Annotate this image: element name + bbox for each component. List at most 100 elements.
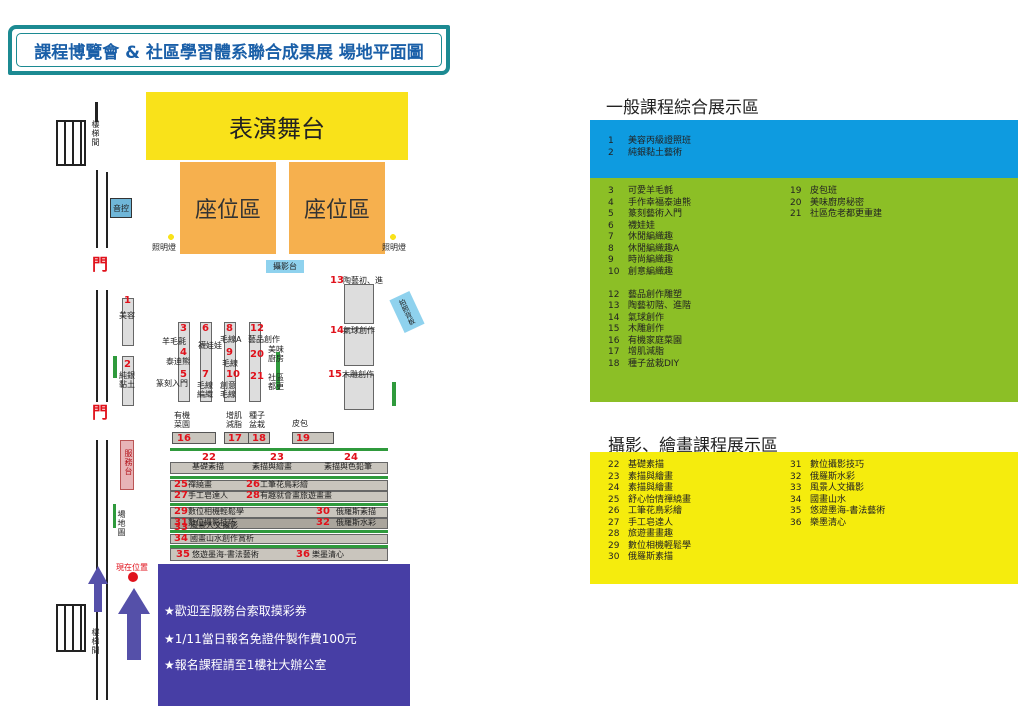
booth-2-table — [122, 356, 134, 406]
booth-16-label: 有機菜園 — [174, 411, 190, 429]
row-25-number: 25 — [174, 479, 188, 490]
booth-18-number: 18 — [252, 433, 266, 444]
photo-stand-label: 攝影台 — [273, 262, 297, 271]
title-frame: 課程博覽會 & 社區學習體系聯合成果展 場地平面圖 — [8, 25, 450, 75]
row-30-label: 俄羅斯素描 — [336, 507, 376, 516]
row-33-number: 33 — [174, 522, 188, 533]
stage: 表演舞台 — [146, 92, 408, 160]
door-lower[interactable]: 門 — [89, 404, 108, 420]
booth-1-number: 1 — [124, 295, 131, 306]
booth-2-number: 2 — [124, 359, 131, 370]
row-26-label: 工筆花鳥彩繪 — [260, 480, 308, 489]
here-dot-icon — [128, 572, 138, 582]
row-31-number: 31 — [174, 517, 188, 528]
info-box: ★歡迎至服務台索取摸彩券 ★1/11當日報名免證件製作費100元 ★報名課程請至… — [158, 564, 410, 706]
booth-3-number: 3 — [180, 323, 187, 334]
booth-13-table — [344, 284, 374, 324]
booth-7-label: 毛線編織 — [197, 381, 213, 399]
info-line-2: ★1/11當日報名免證件製作費100元 — [164, 632, 357, 646]
booth-21-label: 社區都更 — [268, 373, 284, 391]
arrow-up-left-shaft — [94, 584, 102, 612]
green-strip-e — [276, 352, 280, 390]
booth-20-label: 美味廚房 — [268, 345, 284, 363]
booth-17-label: 增肌減脂 — [226, 411, 242, 429]
wall-left-1b — [106, 172, 108, 248]
booth-6-label: 襪娃娃 — [198, 341, 222, 350]
booth-20-number: 20 — [250, 349, 264, 360]
row-28-label: 有趣就會畫旅遊畫畫 — [260, 491, 332, 500]
pillar-c — [224, 322, 236, 402]
page-title: 課程博覽會 & 社區學習體系聯合成果展 場地平面圖 — [34, 42, 424, 63]
booth-12-label: 藝品創作 — [248, 335, 280, 344]
seat-area-right: 座位區 — [289, 162, 385, 254]
booth-17-number: 17 — [228, 433, 242, 444]
booth-9-number: 9 — [226, 347, 233, 358]
arrow-up-right-shaft — [127, 614, 141, 660]
stairs-bottom-label: 樓梯間 — [91, 628, 100, 655]
info-line-3: ★報名課程請至1樓社大辦公室 — [164, 658, 327, 672]
row-36-number: 36 — [296, 549, 310, 560]
row-34-number: 34 — [174, 533, 188, 544]
row-divider-5 — [170, 545, 388, 548]
booth-10-number: 10 — [226, 369, 240, 380]
booth-19-label: 皮包 — [292, 419, 308, 428]
photo-stand: 攝影台 — [266, 260, 304, 273]
row-23-number: 23 — [270, 452, 284, 463]
booth-green-1 — [113, 356, 117, 378]
general-area-title: 一般課程綜合展示區 — [606, 98, 759, 118]
row-25-26 — [170, 480, 388, 491]
stairs-top-icon — [56, 120, 86, 166]
photo-booth: 拍照背板 — [389, 291, 425, 333]
green-strip-r — [392, 382, 396, 406]
row-divider-4 — [170, 530, 388, 533]
photo-area-title: 攝影、繪畫課程展示區 — [608, 436, 778, 456]
booth-7-number: 7 — [202, 369, 209, 380]
stairs-bottom-icon — [56, 604, 86, 652]
row-29-30 — [170, 507, 388, 518]
booth-15-label: 木雕創作 — [342, 370, 374, 379]
row-divider-2 — [170, 476, 388, 479]
booth-3-label: 羊毛氈 — [162, 337, 186, 346]
booth-6-number: 6 — [202, 323, 209, 334]
arrow-up-left-icon — [88, 566, 108, 584]
row-35-number: 35 — [176, 549, 190, 560]
row-35-label: 悠遊墨海-書法藝術 — [192, 550, 259, 559]
booth-21-number: 21 — [250, 371, 264, 382]
booth-5-number: 5 — [180, 369, 187, 380]
booth-15-number: 15 — [328, 369, 342, 380]
door-upper[interactable]: 門 — [89, 256, 108, 272]
light-left-label: 照明燈 — [152, 243, 176, 252]
wall-left-1 — [96, 170, 98, 248]
row-24-number: 24 — [344, 452, 358, 463]
service-desk[interactable]: 服務台 — [120, 440, 134, 490]
booth-4-label: 泰迪熊 — [166, 357, 190, 366]
booth-9-label: 毛線 — [222, 359, 238, 368]
booth-14-number: 14 — [330, 325, 344, 336]
row-34-label: 國畫山水創作賞析 — [190, 534, 254, 543]
booth-13-label: 陶藝初、進 — [343, 276, 383, 285]
row-31-label: 數位攝影技巧 — [188, 518, 236, 527]
booth-8-number: 8 — [226, 323, 233, 334]
row-31-32 — [170, 518, 388, 529]
